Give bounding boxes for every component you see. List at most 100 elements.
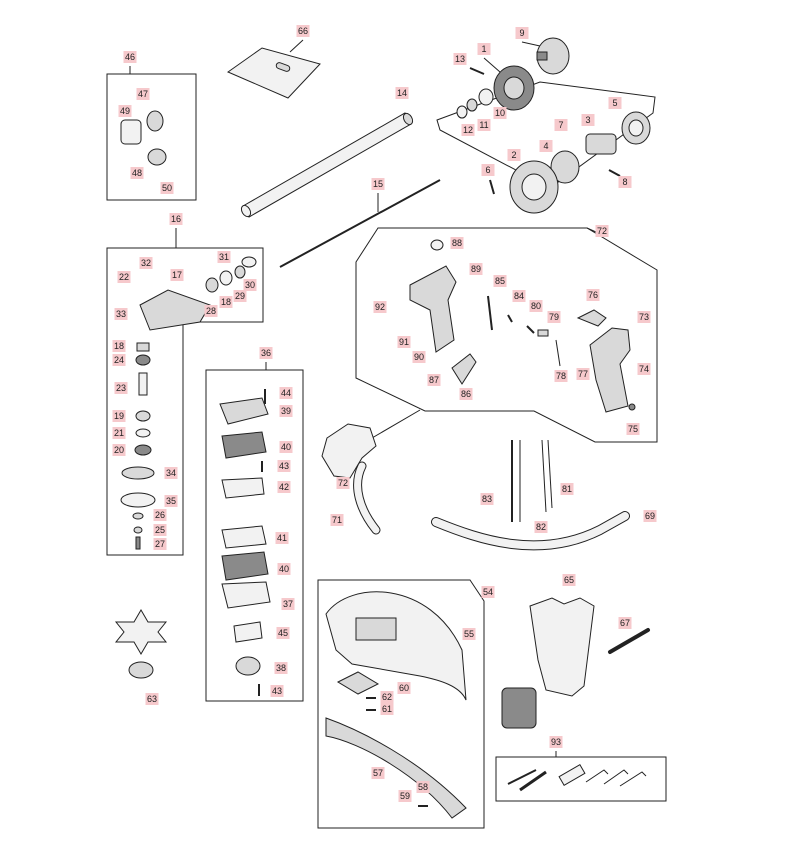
callout-50[interactable]: 50 (160, 182, 174, 194)
callout-63[interactable]: 63 (145, 693, 159, 705)
callout-number: 80 (531, 301, 541, 311)
callout-73[interactable]: 73 (637, 311, 651, 323)
callout-46[interactable]: 46 (123, 51, 137, 63)
callout-5[interactable]: 5 (608, 97, 622, 109)
callout-8[interactable]: 8 (618, 176, 632, 188)
callout-87[interactable]: 87 (427, 374, 441, 386)
callout-49[interactable]: 49 (118, 105, 132, 117)
callout-82[interactable]: 82 (534, 521, 548, 533)
callout-62[interactable]: 62 (380, 691, 394, 703)
callout-box (608, 97, 622, 109)
callout-number: 10 (495, 108, 505, 118)
callout-7[interactable]: 7 (554, 119, 568, 131)
callout-18[interactable]: 18 (112, 340, 126, 352)
callout-11[interactable]: 11 (477, 119, 491, 131)
callout-71[interactable]: 71 (330, 514, 344, 526)
callout-81[interactable]: 81 (560, 483, 574, 495)
callout-57[interactable]: 57 (371, 767, 385, 779)
callout-36[interactable]: 36 (259, 347, 273, 359)
callout-45[interactable]: 45 (276, 627, 290, 639)
callout-91[interactable]: 91 (397, 336, 411, 348)
callout-77[interactable]: 77 (576, 368, 590, 380)
callout-34[interactable]: 34 (164, 467, 178, 479)
callout-2[interactable]: 2 (507, 149, 521, 161)
callout-40[interactable]: 40 (277, 563, 291, 575)
callout-83[interactable]: 83 (480, 493, 494, 505)
callout-28[interactable]: 28 (204, 305, 218, 317)
callout-14[interactable]: 14 (395, 87, 409, 99)
callout-box (259, 347, 273, 359)
callout-31[interactable]: 31 (217, 251, 231, 263)
callout-60[interactable]: 60 (397, 682, 411, 694)
callout-76[interactable]: 76 (586, 289, 600, 301)
callout-37[interactable]: 37 (281, 598, 295, 610)
callout-32[interactable]: 32 (139, 257, 153, 269)
callout-20[interactable]: 20 (112, 444, 126, 456)
callout-72[interactable]: 72 (336, 477, 350, 489)
callout-41[interactable]: 41 (275, 532, 289, 544)
callout-number: 4 (543, 141, 548, 151)
callout-16[interactable]: 16 (169, 213, 183, 225)
callout-22[interactable]: 22 (117, 271, 131, 283)
callout-23[interactable]: 23 (114, 382, 128, 394)
callout-3[interactable]: 3 (581, 114, 595, 126)
callout-48[interactable]: 48 (130, 167, 144, 179)
callout-26[interactable]: 26 (153, 509, 167, 521)
callout-10[interactable]: 10 (493, 107, 507, 119)
callout-21[interactable]: 21 (112, 427, 126, 439)
callout-9[interactable]: 9 (515, 27, 529, 39)
callout-27[interactable]: 27 (153, 538, 167, 550)
callout-4[interactable]: 4 (539, 140, 553, 152)
callout-88[interactable]: 88 (450, 237, 464, 249)
callout-40[interactable]: 40 (279, 441, 293, 453)
callout-72[interactable]: 72 (595, 225, 609, 237)
callout-54[interactable]: 54 (481, 586, 495, 598)
callout-86[interactable]: 86 (459, 388, 473, 400)
callout-93[interactable]: 93 (549, 736, 563, 748)
part-55-guard (325, 591, 467, 701)
callout-25[interactable]: 25 (153, 524, 167, 536)
callout-17[interactable]: 17 (170, 269, 184, 281)
callout-35[interactable]: 35 (164, 495, 178, 507)
callout-61[interactable]: 61 (380, 703, 394, 715)
callout-79[interactable]: 79 (547, 311, 561, 323)
callout-90[interactable]: 90 (412, 351, 426, 363)
callout-89[interactable]: 89 (469, 263, 483, 275)
callout-59[interactable]: 59 (398, 790, 412, 802)
callout-75[interactable]: 75 (626, 423, 640, 435)
callout-box (380, 703, 394, 715)
callout-33[interactable]: 33 (114, 308, 128, 320)
callout-19[interactable]: 19 (112, 410, 126, 422)
callout-85[interactable]: 85 (493, 275, 507, 287)
callout-13[interactable]: 13 (453, 53, 467, 65)
callout-42[interactable]: 42 (277, 481, 291, 493)
callout-92[interactable]: 92 (373, 301, 387, 313)
callout-39[interactable]: 39 (279, 405, 293, 417)
callout-number: 28 (206, 306, 216, 316)
callout-43[interactable]: 43 (277, 460, 291, 472)
callout-80[interactable]: 80 (529, 300, 543, 312)
callout-47[interactable]: 47 (136, 88, 150, 100)
callout-84[interactable]: 84 (512, 290, 526, 302)
callout-38[interactable]: 38 (274, 662, 288, 674)
callout-66[interactable]: 66 (296, 25, 310, 37)
callout-43[interactable]: 43 (270, 685, 284, 697)
callout-74[interactable]: 74 (637, 363, 651, 375)
callout-30[interactable]: 30 (243, 279, 257, 291)
part-14-drive-tube (240, 112, 414, 218)
callout-65[interactable]: 65 (562, 574, 576, 586)
callout-1[interactable]: 1 (477, 43, 491, 55)
callout-12[interactable]: 12 (461, 124, 475, 136)
callout-78[interactable]: 78 (554, 370, 568, 382)
callout-29[interactable]: 29 (233, 290, 247, 302)
callout-44[interactable]: 44 (279, 387, 293, 399)
callout-24[interactable]: 24 (112, 354, 126, 366)
callout-number: 47 (138, 89, 148, 99)
callout-15[interactable]: 15 (371, 178, 385, 190)
callout-69[interactable]: 69 (643, 510, 657, 522)
callout-55[interactable]: 55 (462, 628, 476, 640)
callout-58[interactable]: 58 (416, 781, 430, 793)
callout-6[interactable]: 6 (481, 164, 495, 176)
callout-67[interactable]: 67 (618, 617, 632, 629)
callout-18[interactable]: 18 (219, 296, 233, 308)
